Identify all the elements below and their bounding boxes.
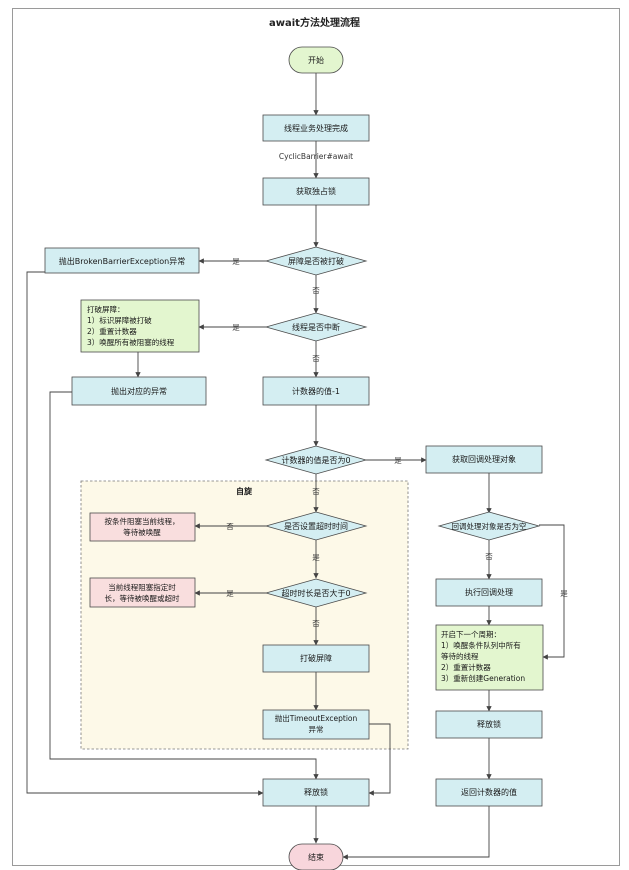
get-callback-node — [425, 445, 543, 474]
label-callback-empty-no: 否 — [485, 552, 493, 561]
edge-throwbroken-release — [26, 271, 264, 796]
get-callback-label: 获取回调处理对象 — [452, 454, 516, 464]
business-done-node — [262, 114, 370, 142]
spin-region-label: 自旋 — [236, 486, 253, 496]
callback-empty-check-label: 回调处理对象是否为空 — [452, 521, 527, 531]
release-lock-main-node — [262, 778, 370, 807]
counter-zero-check-label: 计数器的值是否为0 — [281, 455, 350, 465]
edge-throwtimeout-release — [366, 723, 391, 796]
throw-broken-label: 抛出BrokenBarrierException异常 — [59, 256, 185, 266]
label-callback-empty-yes: 是 — [560, 589, 568, 598]
new-cycle-note-node — [435, 624, 544, 691]
release-lock-right-label: 释放锁 — [477, 719, 501, 729]
counter-zero-check-diamond — [264, 445, 368, 475]
end-label: 结束 — [308, 852, 324, 862]
label-cyclic-barrier-await: CyclicBarrier#await — [279, 152, 353, 161]
block-until-wake-node — [89, 512, 196, 542]
break-barrier-note-node — [80, 299, 200, 353]
new-cycle-note-line-1: 开启下一个周期： — [441, 629, 501, 639]
label-zero-no: 否 — [312, 487, 320, 496]
interrupt-check-diamond — [264, 312, 368, 342]
edge-throwcorresponding-release — [49, 391, 319, 780]
end-node — [288, 843, 344, 870]
start-label: 开始 — [308, 55, 324, 65]
block-timed-line-2: 长，等待被唤醒或超时 — [105, 593, 180, 603]
break-barrier-label: 打破屏障 — [300, 653, 332, 663]
callback-empty-check-diamond — [437, 511, 541, 541]
business-done-label: 线程业务处理完成 — [284, 123, 348, 133]
throw-corresponding-label: 抛出对应的异常 — [111, 386, 167, 396]
execute-callback-node — [435, 578, 543, 607]
throw-corresponding-node — [71, 376, 207, 406]
release-lock-main-label: 释放锁 — [304, 787, 328, 797]
label-interrupt-no: 否 — [312, 354, 320, 363]
break-barrier-node — [262, 644, 370, 673]
break-barrier-note-line-3: 2）重置计数器 — [87, 326, 137, 336]
label-timeout-gt-yes: 是 — [226, 589, 234, 598]
new-cycle-note-line-4: 2）重置计数器 — [441, 662, 491, 672]
edge-callback-empty-yes — [539, 524, 565, 660]
block-timed-line-1: 当前线程阻塞指定时 — [108, 582, 176, 592]
block-timed-node — [89, 577, 196, 608]
timeout-set-check-diamond — [264, 511, 368, 541]
acquire-lock-label: 获取独占锁 — [296, 186, 336, 196]
label-zero-yes: 是 — [394, 456, 402, 465]
label-broken-no: 否 — [312, 286, 320, 295]
throw-timeout-line-1: 抛出TimeoutException — [275, 713, 358, 723]
broken-check-diamond — [264, 246, 368, 276]
release-lock-right-node — [435, 710, 543, 739]
diagram-title: await方法处理流程 — [269, 18, 360, 29]
break-barrier-note-line-1: 打破屏障： — [87, 304, 125, 314]
return-counter-label: 返回计数器的值 — [461, 787, 517, 797]
throw-timeout-node — [262, 709, 370, 740]
label-interrupt-yes: 是 — [232, 323, 240, 332]
timeout-gt-zero-check-label: 超时时长是否大于0 — [281, 588, 350, 598]
break-barrier-note-line-4: 3）唤醒所有被阻塞的线程 — [87, 337, 175, 347]
new-cycle-note-line-2: 1）唤醒条件队列中所有 — [441, 640, 521, 650]
start-node — [288, 46, 344, 74]
return-counter-node — [435, 778, 543, 807]
block-until-wake-line-1: 按条件阻塞当前线程， — [105, 516, 180, 526]
label-timeout-set-yes: 是 — [312, 553, 320, 562]
counter-minus-label: 计数器的值-1 — [292, 386, 340, 396]
throw-timeout-line-2: 异常 — [309, 725, 324, 734]
label-broken-yes: 是 — [232, 257, 240, 266]
label-timeout-set-no: 否 — [226, 522, 234, 531]
execute-callback-label: 执行回调处理 — [465, 587, 513, 597]
new-cycle-note-line-3: 等待的线程 — [441, 651, 479, 661]
counter-minus-node — [262, 376, 370, 406]
new-cycle-note-line-5: 3）重新创建Generation — [441, 673, 525, 683]
throw-broken-node — [44, 247, 200, 274]
edge-return-end — [342, 806, 490, 860]
break-barrier-note-line-2: 1）标识屏障被打破 — [87, 315, 152, 325]
acquire-lock-node — [262, 177, 370, 206]
block-until-wake-line-2: 等待被唤醒 — [123, 527, 161, 537]
interrupt-check-label: 线程是否中断 — [292, 322, 340, 332]
timeout-set-check-label: 是否设置超时时间 — [284, 521, 348, 531]
label-timeout-gt-no: 否 — [312, 619, 320, 628]
timeout-gt-zero-check-diamond — [264, 578, 368, 608]
broken-check-label: 屏障是否被打破 — [288, 256, 344, 266]
